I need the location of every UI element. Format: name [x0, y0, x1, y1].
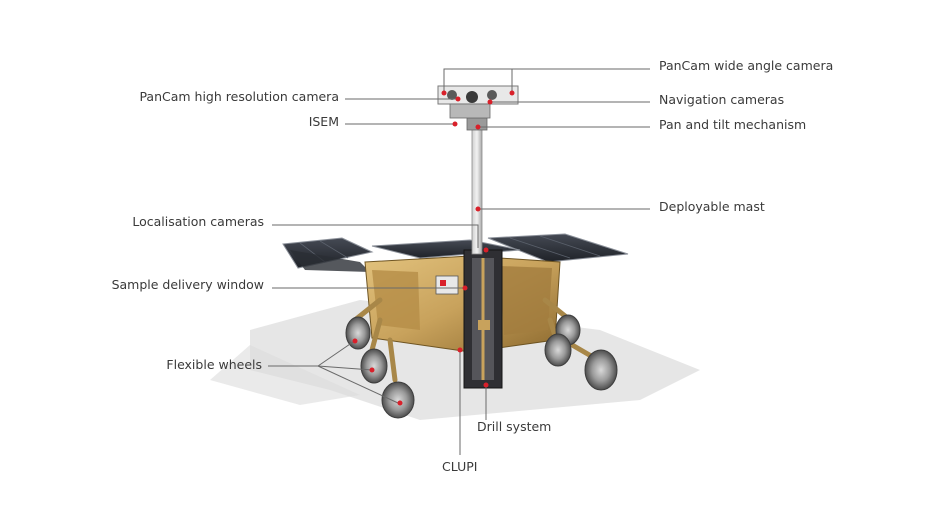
solar-panels	[282, 233, 629, 272]
marker-isem	[452, 121, 458, 127]
marker-sample-window	[462, 285, 468, 291]
label-mast: Deployable mast	[659, 199, 765, 214]
label-localisation: Localisation cameras	[132, 214, 264, 229]
label-isem: ISEM	[308, 114, 339, 129]
rover-body	[364, 255, 561, 353]
marker-navigation	[487, 99, 493, 105]
mast	[466, 117, 488, 255]
markers	[352, 90, 515, 406]
label-drill: Drill system	[477, 419, 552, 434]
label-sample-window: Sample delivery window	[111, 277, 264, 292]
label-clupi: CLUPI	[442, 459, 478, 474]
drill-box	[463, 249, 503, 389]
label-pancam-high: PanCam high resolution camera	[139, 89, 339, 104]
marker-wheel-3	[397, 400, 403, 406]
label-pan-tilt: Pan and tilt mechanism	[659, 117, 807, 132]
marker-mast	[475, 206, 481, 212]
wheels	[345, 314, 618, 419]
ground-shadow-extension	[210, 345, 360, 405]
marker-localisation	[483, 247, 489, 253]
label-navigation: Navigation cameras	[659, 92, 785, 107]
marker-pancam-high	[455, 96, 461, 102]
marker-pancam-wide	[509, 90, 515, 96]
marker-pancam-wide-left	[441, 90, 447, 96]
label-pancam-wide: PanCam wide angle camera	[659, 58, 834, 73]
marker-wheel-1	[352, 338, 358, 344]
marker-pan-tilt	[475, 124, 481, 130]
leader-lines	[268, 68, 650, 455]
label-wheels: Flexible wheels	[166, 357, 262, 372]
marker-drill	[483, 382, 489, 388]
marker-wheel-2	[369, 367, 375, 373]
marker-clupi	[457, 347, 463, 353]
